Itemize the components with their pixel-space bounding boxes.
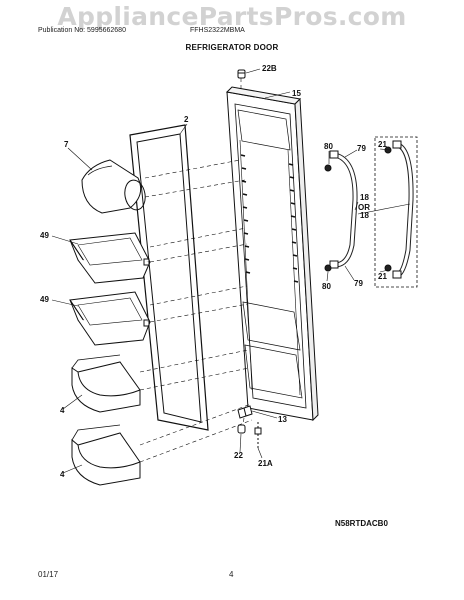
part-18-alternate-handle: [374, 136, 418, 288]
callout-4-upper: 4: [60, 406, 65, 415]
callout-49-upper: 49: [40, 231, 49, 240]
callout-18: 18: [360, 193, 369, 202]
callout-22b: 22B: [262, 64, 277, 73]
page-title: REFRIGERATOR DOOR: [185, 43, 279, 52]
callout-21-top: 21: [378, 140, 387, 149]
callout-labels: 22B 15 2 7 49 49 4 4 80 79 21 18 OR 18 2…: [40, 64, 387, 479]
part-7-dairy-door: [81, 159, 146, 214]
model-number: FFHS2322MBMA: [190, 27, 245, 34]
callout-80-top: 80: [324, 142, 333, 151]
part-18-door-handle: [329, 150, 358, 269]
callout-2: 2: [184, 115, 189, 124]
part-4-door-bin-upper: [71, 354, 141, 413]
callout-22: 22: [234, 451, 243, 460]
diagram-code: N58RTDACB0: [335, 519, 388, 528]
callout-21-bottom: 21: [378, 272, 387, 281]
callout-80-bottom: 80: [322, 282, 331, 291]
part-13-bottom-hinge: [237, 405, 253, 419]
footer-page-number: 4: [229, 570, 234, 579]
callout-79-top: 79: [357, 144, 366, 153]
publication-number: Publication No: 5995662680: [38, 27, 126, 34]
callout-or: OR: [358, 203, 370, 212]
callout-15: 15: [292, 89, 301, 98]
watermark-text: AppliancePartsPros.com: [57, 2, 407, 31]
callout-4-lower: 4: [60, 470, 65, 479]
callout-7: 7: [64, 140, 69, 149]
callout-13: 13: [278, 415, 287, 424]
part-49-door-bin-lower: [69, 291, 151, 346]
callout-79-bottom: 79: [354, 279, 363, 288]
part-21a-screw: [254, 422, 262, 448]
part-4-door-bin-lower: [71, 424, 141, 486]
callout-21a: 21A: [258, 459, 273, 468]
part-22-bushing: [237, 424, 246, 434]
part-49-door-bin-upper: [69, 232, 151, 284]
assembly-lines: [139, 78, 253, 463]
part-22b-hinge-cap: [237, 69, 246, 79]
callout-49-lower: 49: [40, 295, 49, 304]
callout-18-alt: 18: [360, 211, 369, 220]
leader-lines: [51, 68, 411, 474]
footer-date: 01/17: [38, 570, 59, 579]
door-assembly: [225, 86, 319, 422]
